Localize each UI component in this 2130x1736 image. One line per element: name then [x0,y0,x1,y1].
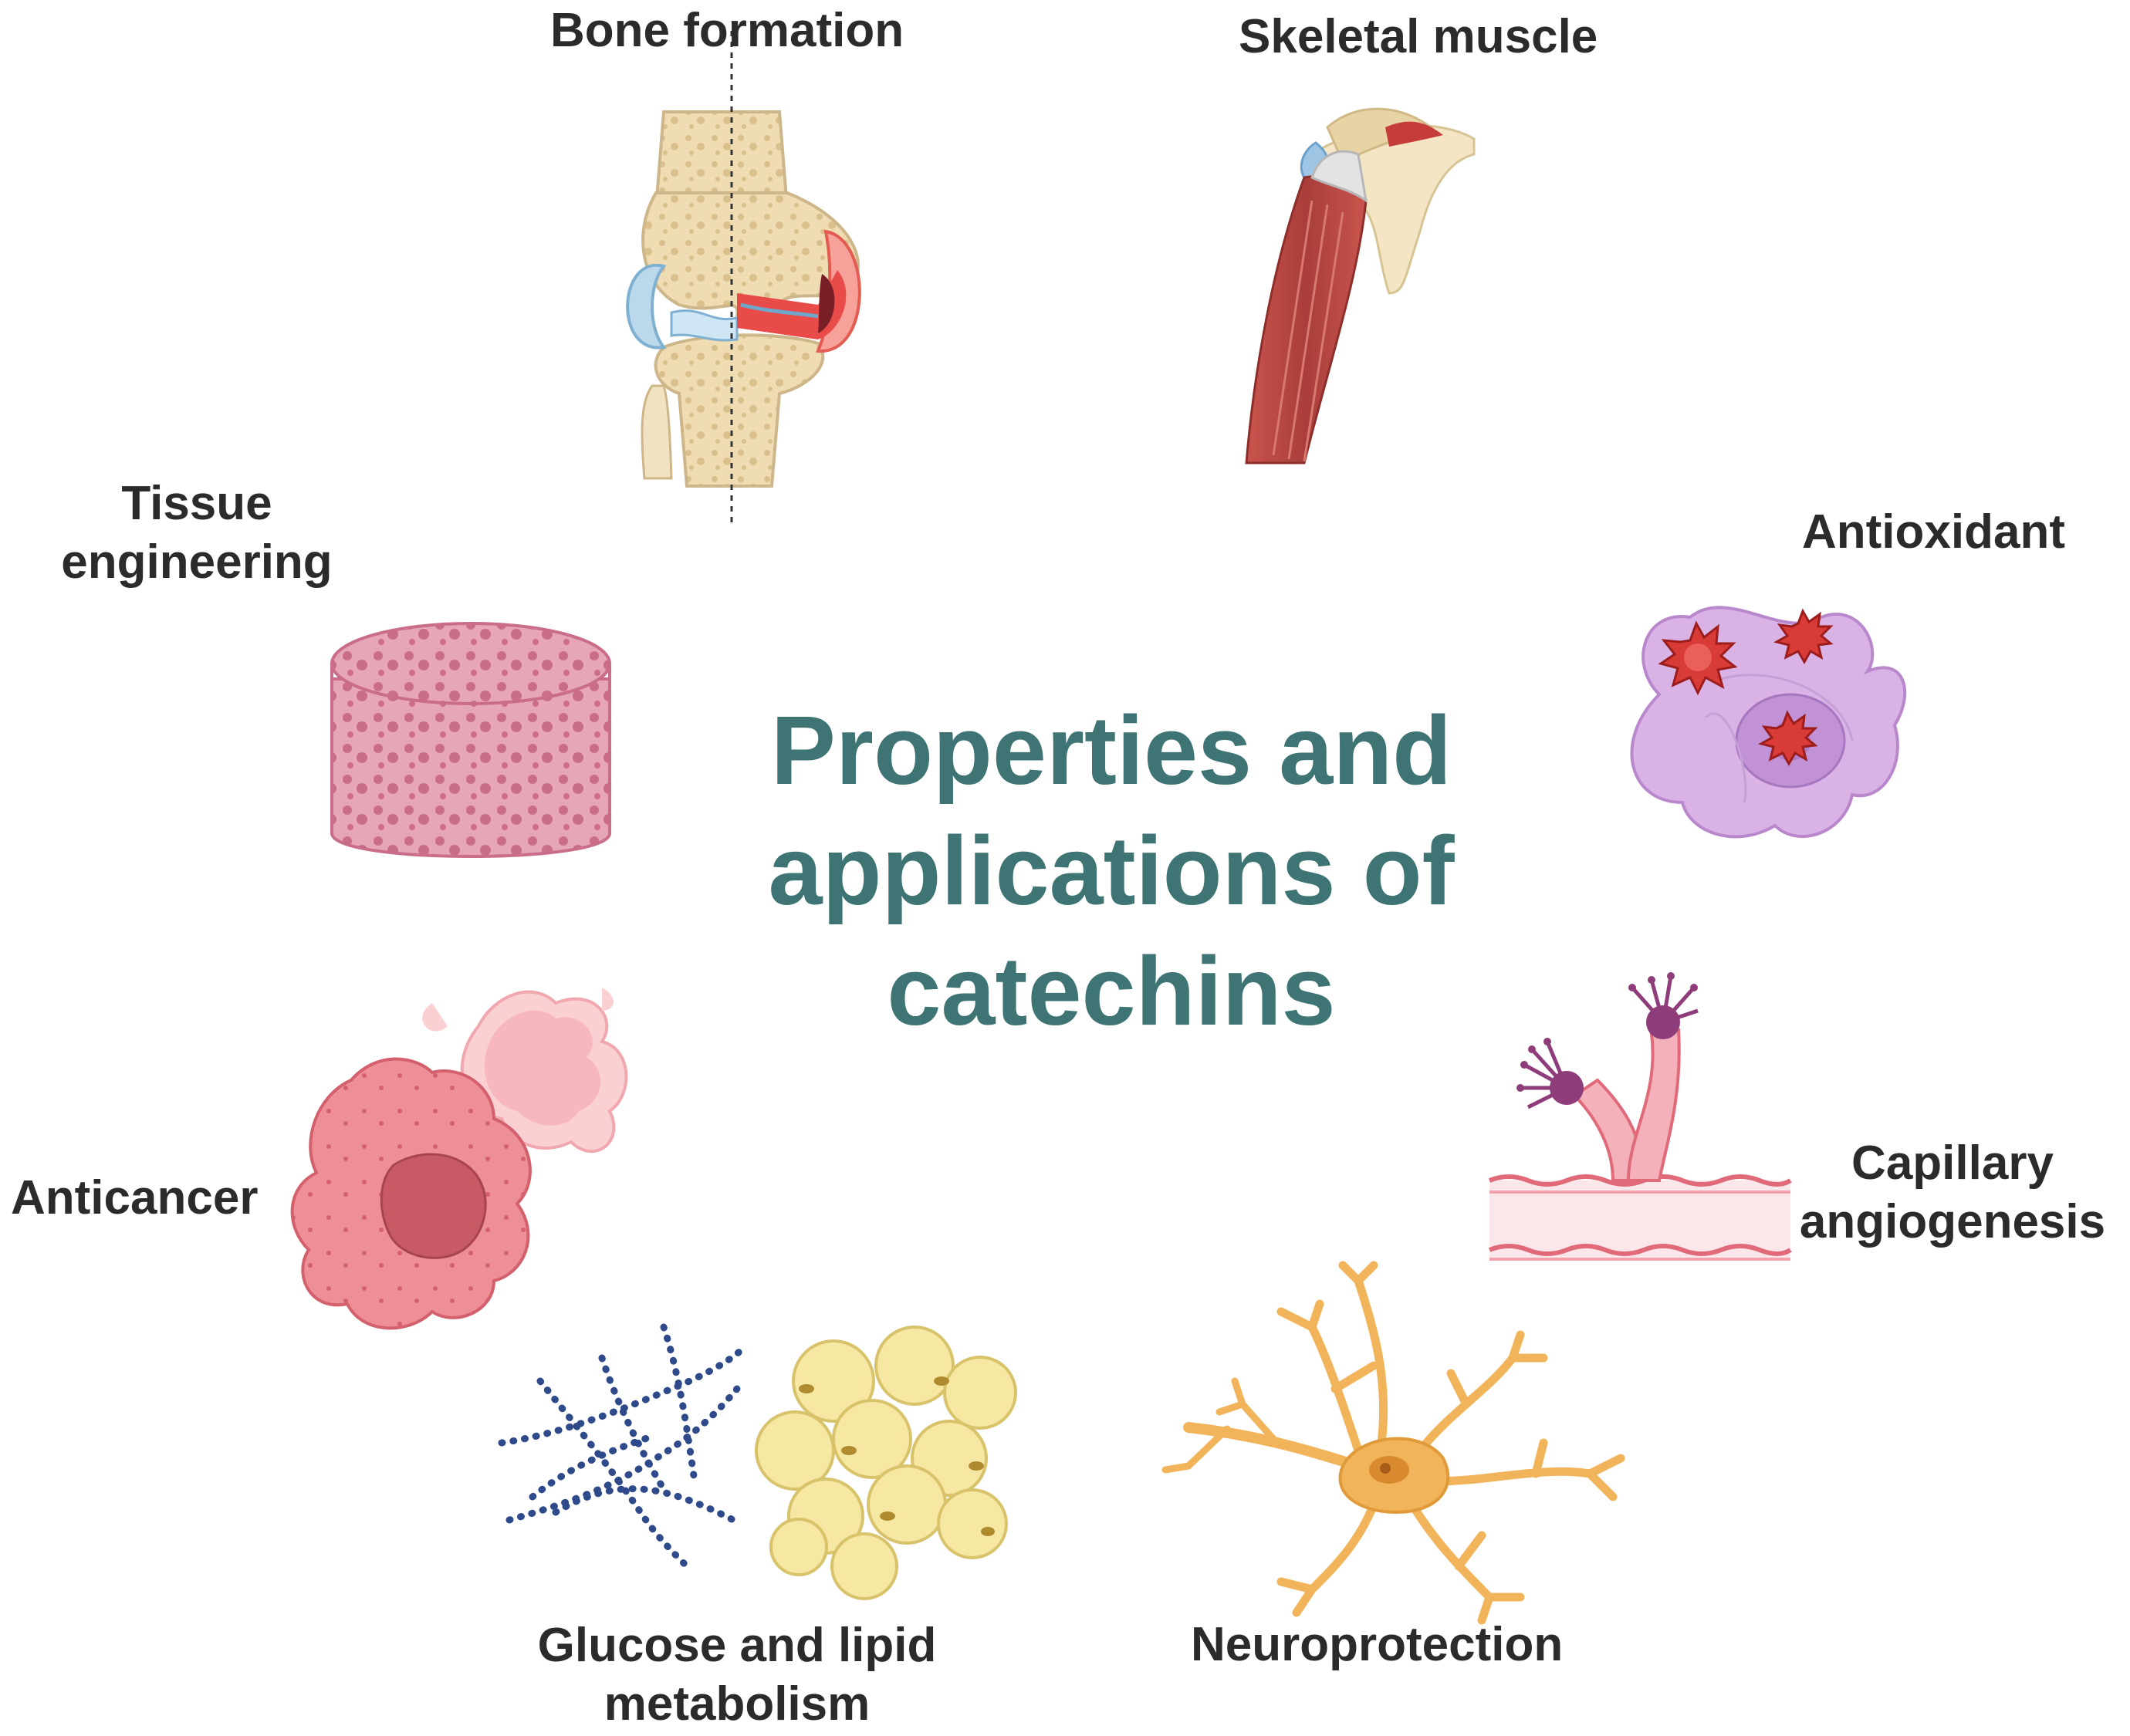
cancer-cell-icon [290,988,628,1330]
adipocyte-nuclei [799,1376,995,1536]
shoulder-muscle-icon [1245,107,1476,464]
tip-cell-icon [1628,972,1699,1039]
label-skeletal-muscle: Skeletal muscle [1239,10,1598,63]
glucose-chain-icon [498,1323,745,1570]
label-glucose-line-2: metabolism [604,1677,871,1731]
free-radical-icon [1758,710,1818,767]
label-capillary-line-2: angiogenesis [1799,1195,2106,1248]
knee-joint-icon [626,31,861,525]
title-line-1: Properties and [770,696,1452,805]
label-tissue-engineering: Tissue engineering [31,475,363,592]
label-anticancer: Anticancer [11,1171,259,1224]
label-capillary-angiogenesis: Capillary angiogenesis [1775,1134,2130,1251]
title-line-3: catechins [887,937,1336,1045]
neuron-icon [1161,1261,1625,1625]
label-glucose-lipid-metabolism: Glucose and lipid metabolism [486,1616,988,1734]
label-bone-formation: Bone formation [550,4,904,57]
antioxidant-cell-icon [1630,606,1907,839]
label-tissue-line-2: engineering [61,535,333,589]
neuron-soma [1338,1437,1450,1515]
diagram-title: Properties and applications of catechins [679,691,1543,1052]
tip-cell-icon [1516,1038,1584,1109]
label-antioxidant: Antioxidant [1802,505,2065,559]
adipocyte-cluster-icon [755,1326,1017,1600]
title-line-2: applications of [768,816,1455,925]
label-capillary-line-1: Capillary [1851,1137,2054,1190]
label-tissue-line-1: Tissue [121,477,272,530]
free-radical-icon [1658,620,1738,696]
capillary-vessel-icon [1488,972,1792,1261]
free-radical-icon [1773,608,1834,665]
label-glucose-line-1: Glucose and lipid [537,1619,937,1672]
label-neuroprotection: Neuroprotection [1191,1618,1564,1671]
tissue-scaffold-icon [330,622,611,858]
